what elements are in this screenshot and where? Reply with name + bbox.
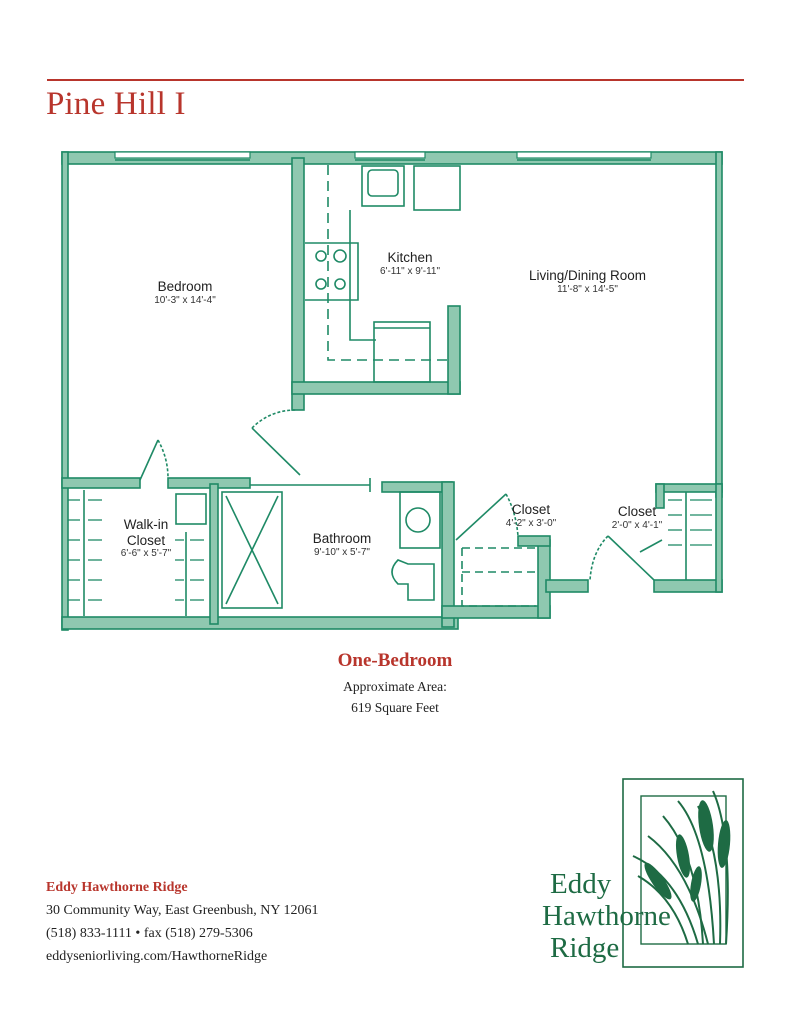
room-label-walk-in-closet: Walk-in Closet 6'-6" x 5'-7": [104, 517, 188, 560]
room-name-line1: Walk-in: [123, 517, 169, 532]
unit-type: One-Bedroom: [337, 650, 453, 671]
room-dimensions: 11'-8" x 14'-5": [557, 283, 618, 295]
room-name: Bathroom: [312, 531, 372, 546]
logo-text-line2: Hawthorne: [542, 900, 671, 932]
room-label-bedroom: Bedroom 10'-3" x 14'-4": [110, 279, 260, 306]
room-label-closet-2: Closet 2'-0" x 4'-1": [598, 504, 676, 531]
room-name: Kitchen: [387, 250, 433, 265]
room-dimensions: 10'-3" x 14'-4": [154, 294, 216, 306]
room-name-line2: Closet: [126, 532, 166, 548]
page-title: Pine Hill I: [46, 86, 186, 122]
address: 30 Community Way, East Greenbush, NY 120…: [46, 903, 319, 918]
unit-summary: One-Bedroom Approximate Area: 619 Square…: [240, 650, 550, 718]
room-name: Closet: [511, 502, 551, 517]
area-label: Approximate Area:: [343, 679, 447, 694]
area-value: 619 Square Feet: [351, 700, 439, 715]
contact-block: Eddy Hawthorne Ridge 30 Community Way, E…: [46, 877, 319, 968]
room-label-kitchen: Kitchen 6'-11" x 9'-11": [355, 250, 465, 277]
logo-text-line1: Eddy: [550, 868, 612, 900]
top-rule-divider: [47, 79, 744, 81]
room-dimensions: 6'-6" x 5'-7": [120, 548, 172, 560]
room-label-bathroom: Bathroom 9'-10" x 5'-7": [292, 531, 392, 558]
room-name: Bedroom: [157, 279, 213, 294]
room-name: Living/Dining Room: [528, 268, 647, 283]
room-dimensions: 2'-0" x 4'-1": [611, 519, 663, 531]
room-label-closet-1: Closet 4'-2" x 3'-0": [490, 502, 572, 529]
logo-text-line3: Ridge: [550, 932, 620, 964]
website-link[interactable]: eddyseniorliving.com/HawthorneRidge: [46, 949, 268, 964]
organization-name: Eddy Hawthorne Ridge: [46, 880, 188, 895]
room-dimensions: 4'-2" x 3'-0": [505, 517, 557, 529]
room-name: Closet: [617, 504, 657, 519]
room-dimensions: 9'-10" x 5'-7": [314, 546, 370, 558]
eddy-hawthorne-ridge-logo: Eddy Hawthorne Ridge: [538, 776, 748, 971]
room-dimensions: 6'-11" x 9'-11": [379, 265, 441, 277]
phone-fax: (518) 833-1111 • fax (518) 279-5306: [46, 926, 253, 941]
cattail-reeds-icon: [622, 778, 744, 968]
room-label-living-dining: Living/Dining Room 11'-8" x 14'-5": [505, 268, 670, 295]
